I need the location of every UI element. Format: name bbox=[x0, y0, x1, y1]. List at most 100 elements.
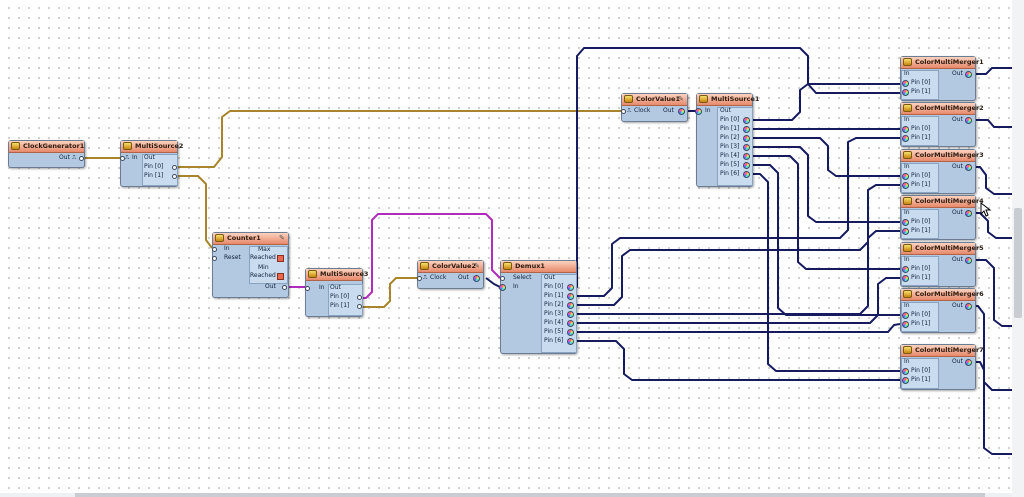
pin-port[interactable] bbox=[567, 302, 574, 309]
pin1-port[interactable] bbox=[902, 135, 909, 142]
color-out-port[interactable] bbox=[965, 117, 972, 124]
node-color-multi-merger-3[interactable]: ColorMultiMerger3 In Out Pin [0] Pin [1] bbox=[900, 149, 984, 194]
wire-demux-pin3[interactable] bbox=[573, 230, 900, 315]
pin1-port[interactable] bbox=[902, 89, 909, 96]
node-header[interactable]: ColorMultiMerger4 bbox=[901, 196, 984, 208]
node-colorvalue1[interactable]: ColorValue1✎ ⎍ Clock Out bbox=[621, 93, 688, 122]
node-header[interactable]: ColorMultiMerger3 bbox=[901, 150, 984, 162]
pin-port[interactable] bbox=[743, 162, 750, 169]
pin1-port[interactable] bbox=[902, 377, 909, 384]
pin-port[interactable] bbox=[567, 320, 574, 327]
wire-merger7-out[interactable] bbox=[974, 361, 1012, 455]
wire-ms3-to-colorvalue2[interactable] bbox=[361, 277, 417, 308]
pin-port[interactable] bbox=[743, 171, 750, 178]
wire-ms1-pin3[interactable] bbox=[749, 146, 900, 223]
wire-ms1-pin4[interactable] bbox=[749, 155, 900, 270]
horizontal-scrollbar[interactable] bbox=[0, 493, 1012, 497]
node-header[interactable]: ColorMultiMerger1 bbox=[901, 57, 984, 69]
pin-port[interactable] bbox=[567, 329, 574, 336]
color-out-port[interactable] bbox=[965, 303, 972, 310]
pin-port[interactable] bbox=[567, 284, 574, 291]
pin-port[interactable] bbox=[743, 153, 750, 160]
node-color-multi-merger-1[interactable]: ColorMultiMerger1 In Out Pin [0] Pin [1] bbox=[900, 56, 984, 101]
out-port[interactable] bbox=[79, 156, 84, 161]
pin0-port[interactable] bbox=[902, 266, 909, 273]
node-header[interactable]: ColorValue2✎ bbox=[418, 261, 483, 273]
pin1-port[interactable] bbox=[357, 304, 362, 309]
node-color-multi-merger-4[interactable]: ColorMultiMerger4 In Out Pin [0] Pin [1] bbox=[900, 195, 984, 240]
pin-port[interactable] bbox=[743, 117, 750, 124]
wire-merger6-out[interactable] bbox=[974, 305, 1012, 391]
node-header[interactable]: ColorValue1✎ bbox=[622, 94, 687, 106]
pin0-port[interactable] bbox=[902, 312, 909, 319]
wire-ms1-pin0[interactable] bbox=[749, 83, 900, 121]
wire-ms2-to-colorvalue1[interactable] bbox=[176, 110, 621, 168]
color-out-port[interactable] bbox=[965, 210, 972, 217]
in-port[interactable] bbox=[120, 156, 125, 161]
node-header[interactable]: ColorMultiMerger5 bbox=[901, 243, 984, 255]
pin-port[interactable] bbox=[567, 311, 574, 318]
pin-port[interactable] bbox=[743, 126, 750, 133]
node-header[interactable]: MultiSource3 bbox=[306, 269, 368, 281]
color-out-port[interactable] bbox=[965, 359, 972, 366]
pin0-port[interactable] bbox=[172, 165, 177, 170]
node-color-multi-merger-7[interactable]: ColorMultiMerger7 In Out Pin [0] Pin [1] bbox=[900, 344, 984, 390]
pin0-port[interactable] bbox=[902, 126, 909, 133]
pin0-port[interactable] bbox=[357, 295, 362, 300]
color-in-port[interactable] bbox=[499, 284, 506, 291]
pin0-port[interactable] bbox=[902, 173, 909, 180]
color-out-port[interactable] bbox=[965, 71, 972, 78]
color-out-port[interactable] bbox=[678, 108, 685, 115]
in-port[interactable] bbox=[212, 247, 217, 252]
node-multisource2[interactable]: MultiSource2 ⎍ In Out Pin [0] Pin [1] bbox=[120, 140, 183, 187]
clock-port[interactable] bbox=[621, 109, 626, 114]
node-multisource1[interactable]: MultiSource1 In Out Pin [0] Pin [1] Pin … bbox=[695, 93, 759, 187]
node-colorvalue2[interactable]: ColorValue2✎ ⎍ Clock Out bbox=[417, 260, 484, 289]
node-color-multi-merger-5[interactable]: ColorMultiMerger5 In Out Pin [0] Pin [1] bbox=[900, 242, 984, 287]
pin-port[interactable] bbox=[743, 135, 750, 142]
node-color-multi-merger-6[interactable]: ColorMultiMerger6 In Out Pin [0] Pin [1] bbox=[900, 288, 984, 333]
wire-merger5-out[interactable] bbox=[974, 259, 1012, 327]
wire-merger1-out[interactable] bbox=[974, 67, 1012, 75]
pin1-port[interactable] bbox=[902, 275, 909, 282]
node-counter[interactable]: Counter1✎ In Reset Max Reached Min Reach… bbox=[212, 232, 289, 298]
node-header[interactable]: Demux1 bbox=[501, 261, 576, 273]
pin0-port[interactable] bbox=[902, 368, 909, 375]
horizontal-scroll-thumb[interactable] bbox=[75, 493, 985, 497]
wire-demux-pin4[interactable] bbox=[573, 277, 900, 324]
node-header[interactable]: MultiSource1 bbox=[697, 94, 759, 106]
pin1-port[interactable] bbox=[902, 228, 909, 235]
pin-port[interactable] bbox=[743, 144, 750, 151]
wire-colorvalue2-to-demux[interactable] bbox=[485, 277, 501, 288]
color-in-port[interactable] bbox=[695, 108, 702, 115]
wire-ms1-pin2[interactable] bbox=[749, 137, 900, 177]
vertical-scroll-thumb[interactable] bbox=[1014, 208, 1022, 318]
node-header[interactable]: ClockGenerator1 bbox=[9, 141, 84, 153]
wire-merger4-out[interactable] bbox=[974, 212, 1012, 239]
node-header[interactable]: ColorMultiMerger2 bbox=[901, 103, 984, 115]
wire-ms1-pin6[interactable] bbox=[749, 173, 900, 372]
clock-port[interactable] bbox=[417, 276, 422, 281]
node-clock-generator[interactable]: ClockGenerator1 Out ⎍ bbox=[8, 140, 85, 168]
wire-ms3-to-demux-select[interactable] bbox=[361, 213, 501, 299]
pin1-port[interactable] bbox=[902, 182, 909, 189]
wire-merger2-out[interactable] bbox=[974, 119, 1012, 128]
pin0-port[interactable] bbox=[902, 219, 909, 226]
node-color-multi-merger-2[interactable]: ColorMultiMerger2 In Out Pin [0] Pin [1] bbox=[900, 102, 984, 147]
color-out-port[interactable] bbox=[473, 275, 480, 282]
vertical-scrollbar[interactable] bbox=[1012, 0, 1024, 497]
wire-demux-pin6[interactable] bbox=[573, 340, 900, 381]
node-multisource3[interactable]: MultiSource3 In Out Pin [0] Pin [1] bbox=[305, 268, 368, 317]
wire-demux-pin2[interactable] bbox=[573, 184, 900, 306]
pin1-port[interactable] bbox=[902, 321, 909, 328]
wire-ms2-to-counter[interactable] bbox=[176, 175, 213, 249]
wire-merger3-out[interactable] bbox=[974, 166, 1012, 195]
wire-demux-pin5[interactable] bbox=[573, 323, 901, 333]
node-header[interactable]: MultiSource2 bbox=[121, 141, 183, 153]
pin0-port[interactable] bbox=[902, 80, 909, 87]
wire-demux-pin0[interactable] bbox=[573, 47, 900, 288]
pin-port[interactable] bbox=[567, 293, 574, 300]
wire-demux-pin1[interactable] bbox=[573, 137, 900, 297]
select-port[interactable] bbox=[500, 276, 505, 281]
